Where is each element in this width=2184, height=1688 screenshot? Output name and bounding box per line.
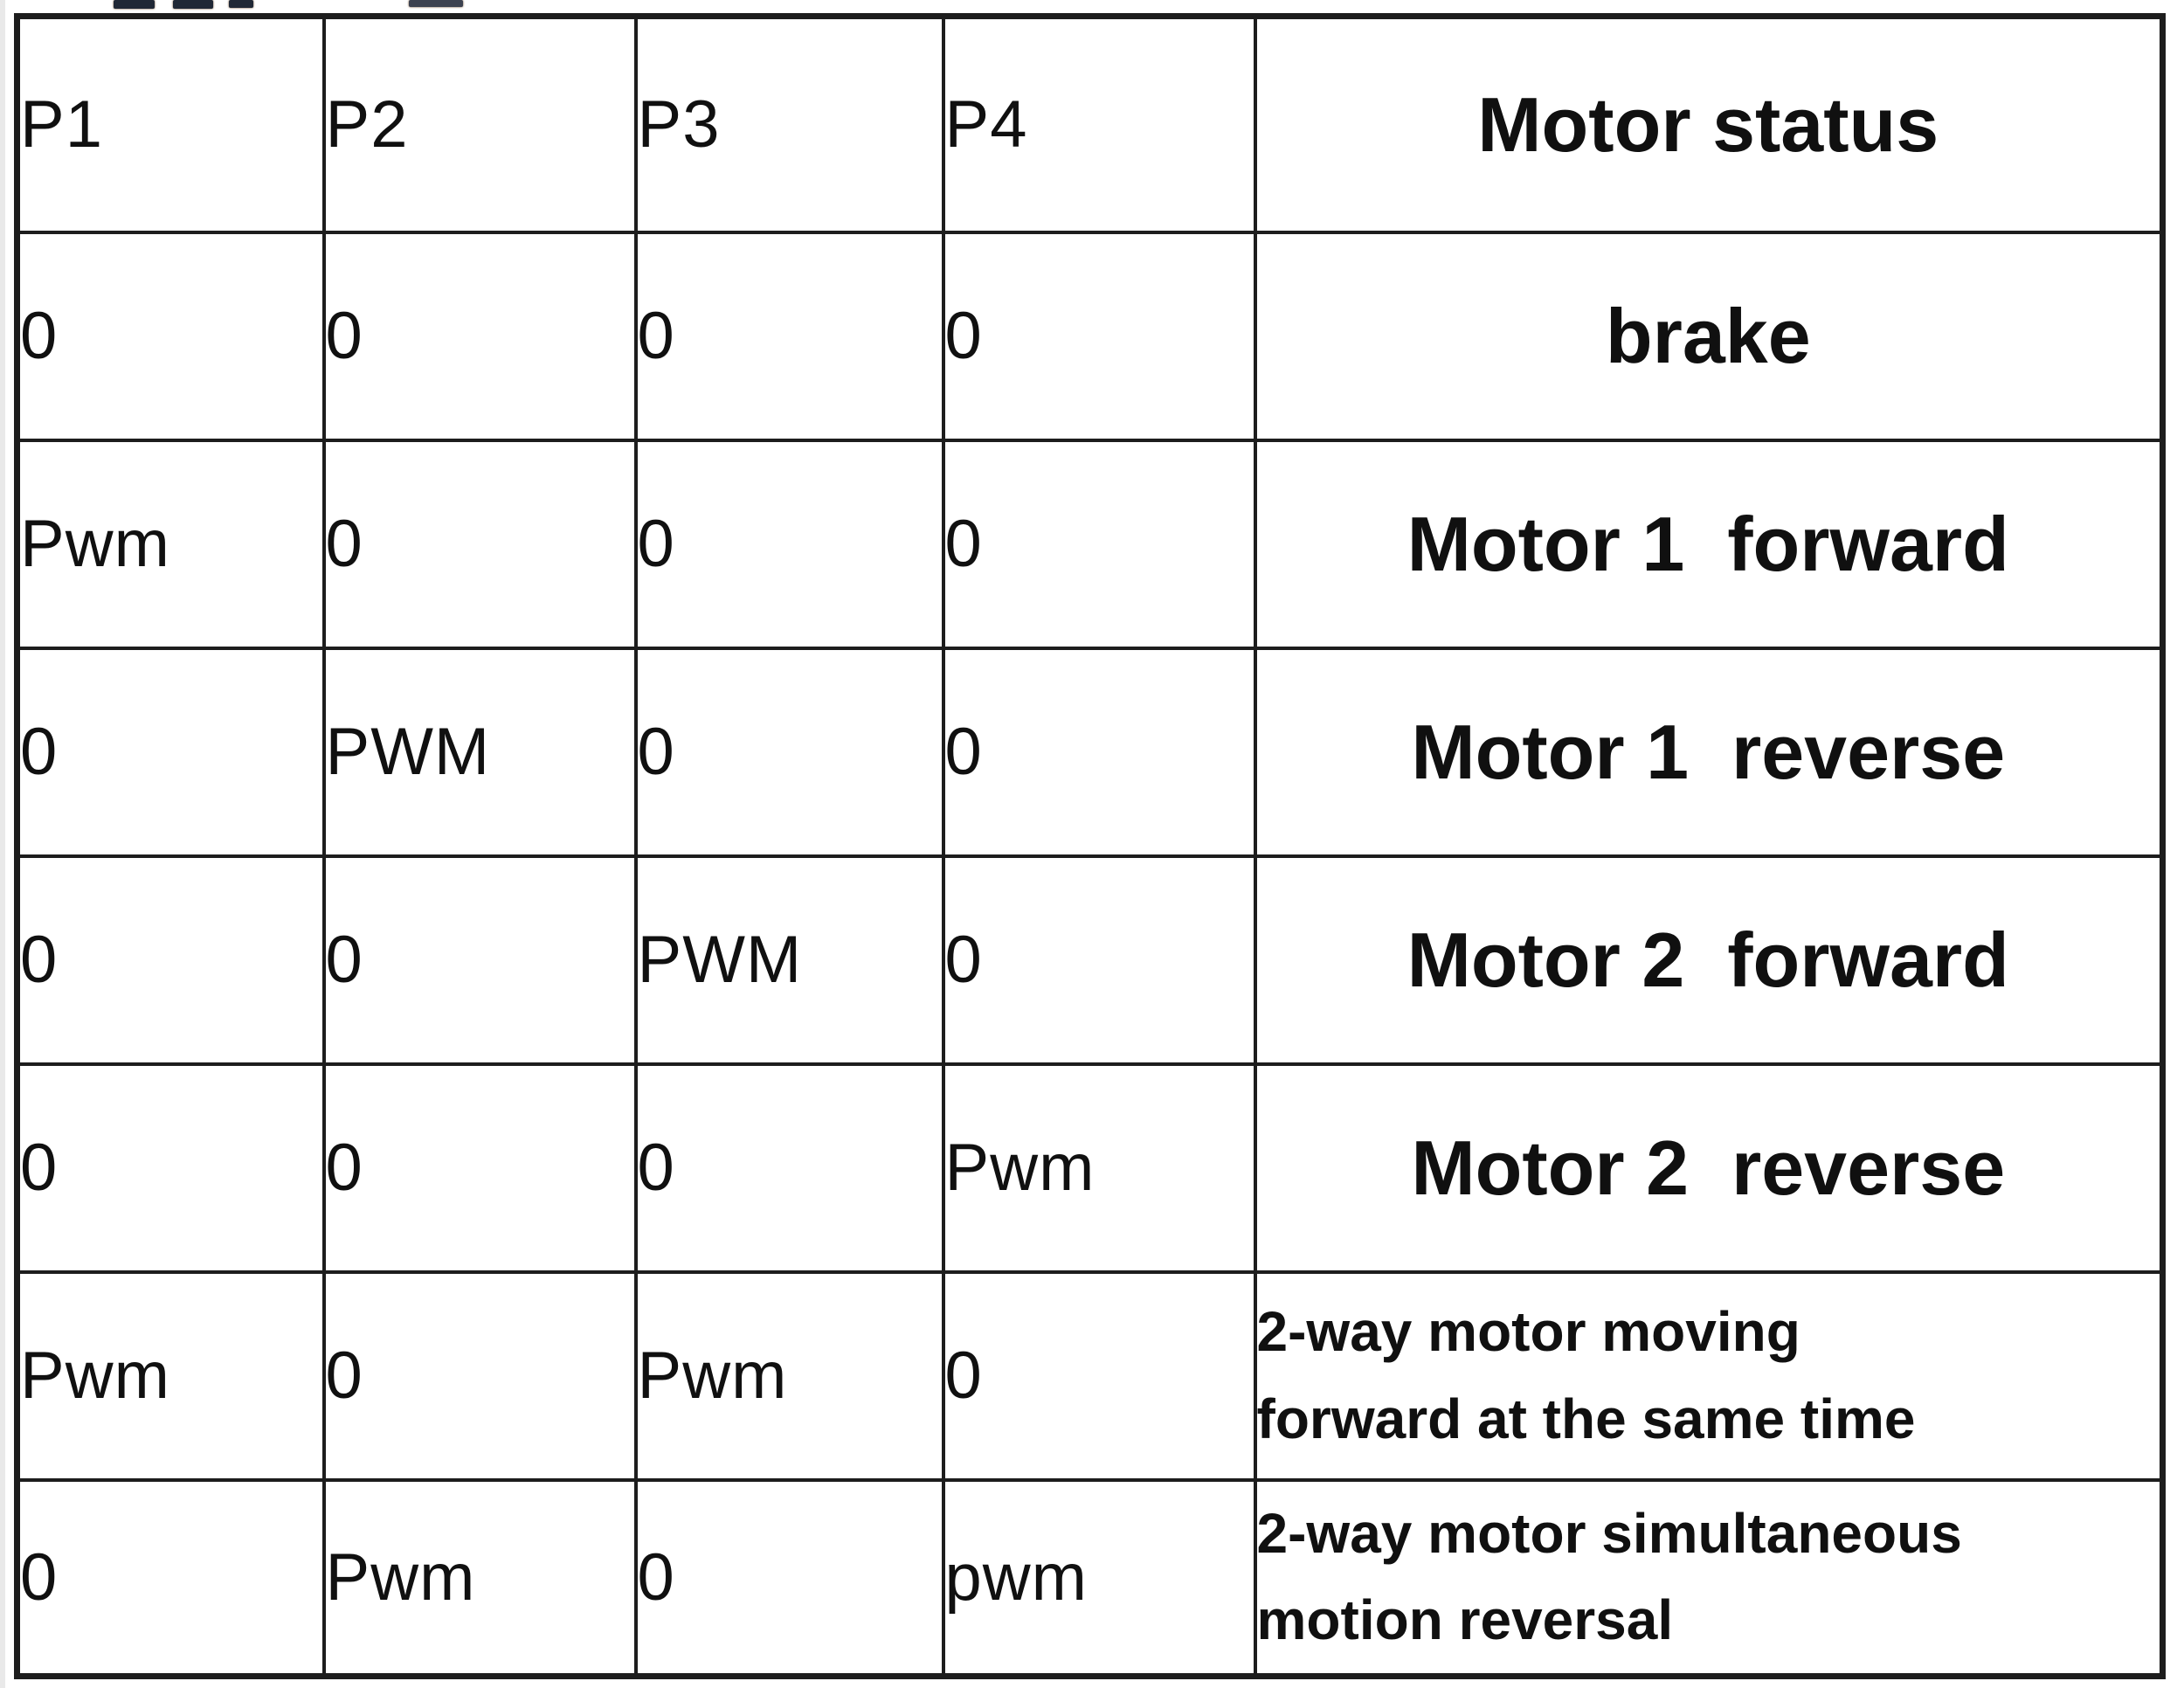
table-row-motor1-reverse: 0 PWM 0 0 Motor 1 reverse bbox=[15, 646, 2165, 858]
pin-cell-p3: 0 bbox=[633, 646, 945, 858]
column-header-p3: P3 bbox=[633, 14, 945, 234]
table-header-row: P1 P2 P3 P4 Motor status bbox=[15, 14, 2165, 234]
column-header-p2: P2 bbox=[321, 14, 638, 234]
table-row-2way-reverse: 0 Pwm 0 pwm 2-way motor simultaneous mot… bbox=[15, 1477, 2165, 1678]
pin-cell-p3: Pwm bbox=[633, 1269, 945, 1482]
table-row-motor2-forward: 0 0 PWM 0 Motor 2 forward bbox=[15, 854, 2165, 1066]
artifact-mark bbox=[173, 0, 213, 9]
pin-cell-p1: 0 bbox=[15, 1477, 326, 1678]
pin-cell-p4: 0 bbox=[941, 1269, 1257, 1482]
pin-cell-p2: 0 bbox=[321, 438, 638, 650]
scan-edge-shadow bbox=[0, 0, 5, 1688]
pin-cell-p4: 0 bbox=[941, 230, 1257, 442]
pin-cell-p3: 0 bbox=[633, 1062, 945, 1274]
artifact-mark bbox=[229, 0, 253, 8]
pin-cell-p4: 0 bbox=[941, 438, 1257, 650]
status-cell: Motor 1 reverse bbox=[1253, 646, 2165, 858]
status-cell: 2-way motor simultaneous motion reversal bbox=[1253, 1477, 2165, 1678]
status-cell: 2-way motor moving forward at the same t… bbox=[1253, 1269, 2165, 1482]
pin-cell-p4: 0 bbox=[941, 854, 1257, 1066]
pin-cell-p1: 0 bbox=[15, 230, 326, 442]
pin-cell-p4: pwm bbox=[941, 1477, 1257, 1678]
pin-cell-p2: PWM bbox=[321, 646, 638, 858]
pin-cell-p2: 0 bbox=[321, 1062, 638, 1274]
table-row-2way-forward: Pwm 0 Pwm 0 2-way motor moving forward a… bbox=[15, 1269, 2165, 1482]
pin-cell-p3: PWM bbox=[633, 854, 945, 1066]
column-header-p4: P4 bbox=[941, 14, 1257, 234]
status-cell: Motor 1 forward bbox=[1253, 438, 2165, 650]
column-header-motor-status: Motor status bbox=[1253, 14, 2165, 234]
pin-cell-p2: 0 bbox=[321, 854, 638, 1066]
pin-cell-p3: 0 bbox=[633, 438, 945, 650]
status-cell: brake bbox=[1253, 230, 2165, 442]
column-header-p1: P1 bbox=[15, 14, 326, 234]
table-row-motor1-forward: Pwm 0 0 0 Motor 1 forward bbox=[15, 438, 2165, 650]
table-row-brake: 0 0 0 0 brake bbox=[15, 230, 2165, 442]
pin-cell-p4: Pwm bbox=[941, 1062, 1257, 1274]
pin-cell-p4: 0 bbox=[941, 646, 1257, 858]
status-cell: Motor 2 forward bbox=[1253, 854, 2165, 1066]
pin-cell-p3: 0 bbox=[633, 1477, 945, 1678]
cropped-text-artifact bbox=[0, 0, 524, 12]
pin-cell-p3: 0 bbox=[633, 230, 945, 442]
pin-cell-p1: Pwm bbox=[15, 438, 326, 650]
pin-cell-p1: Pwm bbox=[15, 1269, 326, 1482]
pin-cell-p1: 0 bbox=[15, 1062, 326, 1274]
artifact-mark bbox=[114, 0, 155, 9]
pin-cell-p1: 0 bbox=[15, 646, 326, 858]
artifact-mark bbox=[409, 0, 463, 7]
table-row-motor2-reverse: 0 0 0 Pwm Motor 2 reverse bbox=[15, 1062, 2165, 1274]
status-cell: Motor 2 reverse bbox=[1253, 1062, 2165, 1274]
pin-cell-p2: Pwm bbox=[321, 1477, 638, 1678]
motor-status-table: P1 P2 P3 P4 Motor status 0 0 0 0 brake P… bbox=[14, 13, 2166, 1679]
pin-cell-p1: 0 bbox=[15, 854, 326, 1066]
pin-cell-p2: 0 bbox=[321, 230, 638, 442]
pin-cell-p2: 0 bbox=[321, 1269, 638, 1482]
